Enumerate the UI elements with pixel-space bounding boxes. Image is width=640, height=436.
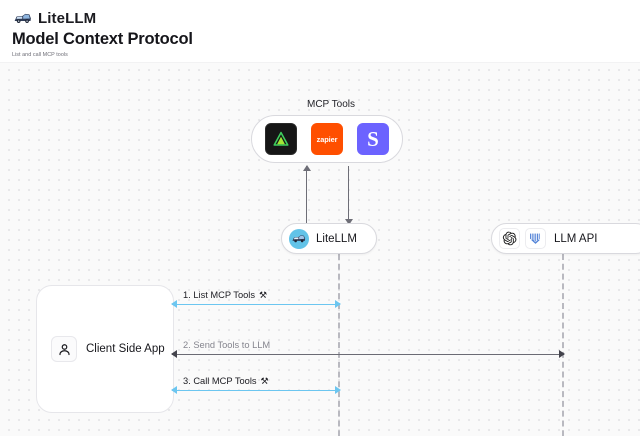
node-client-side-app[interactable]: Client Side App [36, 285, 174, 413]
mcp-tools-label: MCP Tools [307, 99, 355, 110]
message-caption: 3. Call MCP Tools ⚒ [183, 376, 269, 386]
openai-icon [499, 228, 520, 249]
node-client-side-app-label: Client Side App [86, 343, 165, 355]
message-text: 1. List MCP Tools [183, 290, 255, 300]
message-line [172, 389, 340, 391]
brand-header[interactable]: LiteLLM [14, 8, 96, 28]
hammer-and-wrench-icon: ⚒ [260, 375, 269, 386]
anthropic-icon [525, 228, 546, 249]
diagram-canvas: MCP Tools zapier S [0, 62, 640, 436]
message-caption: 1. List MCP Tools ⚒ [183, 290, 267, 300]
user-person-icon [51, 336, 77, 362]
message-line [172, 353, 564, 355]
arrow-head-right-icon [335, 386, 341, 395]
message-list-mcp-tools: 1. List MCP Tools ⚒ [171, 283, 341, 309]
truck-logo-icon [14, 11, 32, 25]
zapier-label: zapier [316, 134, 338, 144]
arrow-head-right-icon [559, 350, 565, 359]
lifeline-litellm [338, 254, 340, 436]
zapier-icon[interactable]: zapier [311, 123, 343, 155]
arrow-head-left-icon [171, 386, 177, 395]
message-text: 3. Call MCP Tools [183, 376, 257, 386]
message-caption: 2. Send Tools to LLM [183, 340, 270, 350]
brand-name: LiteLLM [38, 9, 97, 27]
arrow-head-left-icon [171, 350, 177, 359]
message-send-tools-to-llm: 2. Send Tools to LLM [171, 333, 565, 359]
node-llm-api-label: LLM API [554, 232, 598, 245]
message-line [172, 303, 340, 305]
mcp-tools-card[interactable]: zapier S [251, 115, 403, 163]
lifeline-llm-api [562, 254, 564, 436]
arrow-head-down-icon [344, 219, 353, 225]
node-litellm-label: LiteLLM [316, 232, 357, 245]
slack-s-icon[interactable]: S [357, 123, 389, 155]
node-litellm[interactable]: LiteLLM [281, 223, 377, 254]
supabase-triangle-icon[interactable] [265, 123, 297, 155]
hammer-and-wrench-icon: ⚒ [259, 289, 268, 300]
message-call-mcp-tools: 3. Call MCP Tools ⚒ [171, 369, 341, 395]
arrow-head-left-icon [171, 300, 177, 309]
page-subtitle: List and call MCP tools [12, 52, 68, 58]
arrow-head-right-icon [335, 300, 341, 309]
arrow-stem [348, 166, 350, 224]
message-text: 2. Send Tools to LLM [183, 340, 271, 350]
node-llm-api[interactable]: LLM API [491, 223, 640, 254]
arrow-stem [306, 166, 308, 224]
arrow-head-up-icon [302, 165, 311, 171]
page-title: Model Context Protocol [12, 30, 193, 48]
litellm-avatar-icon [289, 228, 309, 249]
slack-label: S [367, 126, 379, 151]
